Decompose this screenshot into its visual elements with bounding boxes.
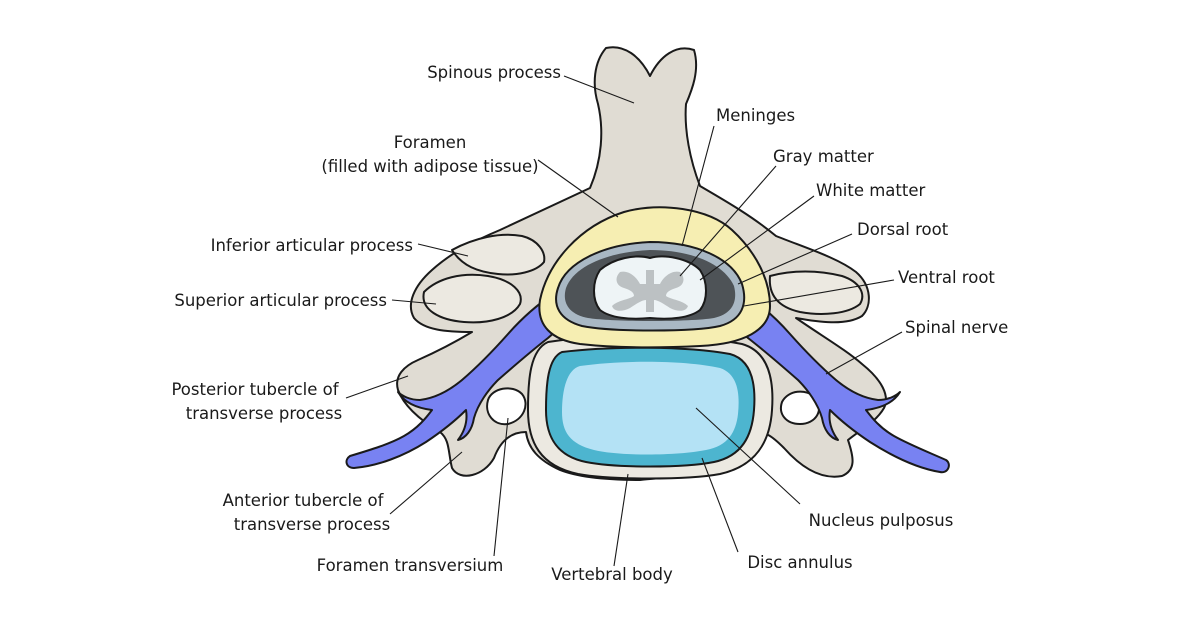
- label-foramen-line1: Foramen: [394, 133, 467, 152]
- label-white-matter: White matter: [816, 181, 925, 200]
- label-nucleus-pulposus: Nucleus pulposus: [809, 511, 954, 530]
- leader-vertebral-body: [613, 473, 629, 567]
- label-foramen-line2: (filled with adipose tissue): [321, 157, 538, 176]
- gray-matter-shape: [612, 270, 688, 312]
- leader-spinous-process: [563, 75, 635, 104]
- label-disc-annulus: Disc annulus: [747, 553, 852, 572]
- leader-inferior-articular: [417, 243, 469, 257]
- label-spinal-nerve: Spinal nerve: [905, 318, 1008, 337]
- label-meninges: Meninges: [716, 106, 795, 125]
- leader-disc-annulus: [701, 457, 739, 553]
- leader-ventral-root: [743, 279, 895, 307]
- leader-posterior-tubercle: [345, 375, 409, 399]
- right-articular-facet: [768, 270, 864, 315]
- label-posterior-tubercle-line1: Posterior tubercle of: [171, 380, 339, 399]
- nucleus-pulposus-shape: [562, 361, 739, 455]
- label-ventral-root: Ventral root: [898, 268, 995, 287]
- label-gray-matter: Gray matter: [773, 147, 874, 166]
- label-anterior-tubercle-line1: Anterior tubercle of: [223, 491, 385, 510]
- label-superior-articular-process: Superior articular process: [174, 291, 387, 310]
- leader-white-matter: [699, 195, 815, 281]
- label-vertebral-body: Vertebral body: [551, 565, 673, 584]
- inferior-articular-facet: [451, 233, 546, 276]
- label-anterior-tubercle-line2: transverse process: [234, 515, 391, 534]
- right-foramen-transversarium: [780, 390, 821, 425]
- right-spinal-nerve-shape: [719, 291, 950, 474]
- left-spinal-nerve-shape: [345, 291, 577, 469]
- leader-gray-matter: [679, 165, 777, 277]
- label-posterior-tubercle-line2: transverse process: [186, 404, 343, 423]
- label-spinous-process: Spinous process: [427, 63, 561, 82]
- leader-foramen: [537, 159, 619, 218]
- left-foramen-transversarium: [486, 387, 527, 426]
- leader-dorsal-root: [737, 233, 853, 285]
- label-dorsal-root: Dorsal root: [857, 220, 949, 239]
- leader-meninges: [681, 125, 715, 247]
- leader-nucleus-pulposus: [695, 407, 801, 505]
- leader-superior-articular: [391, 299, 437, 305]
- leader-spinal-nerve: [825, 331, 903, 375]
- label-inferior-articular-process: Inferior articular process: [211, 236, 413, 255]
- leader-anterior-tubercle: [389, 451, 463, 515]
- label-foramen-transversium: Foramen transversium: [317, 556, 504, 575]
- leader-foramen-transversium: [493, 417, 509, 557]
- superior-articular-facet: [422, 273, 522, 324]
